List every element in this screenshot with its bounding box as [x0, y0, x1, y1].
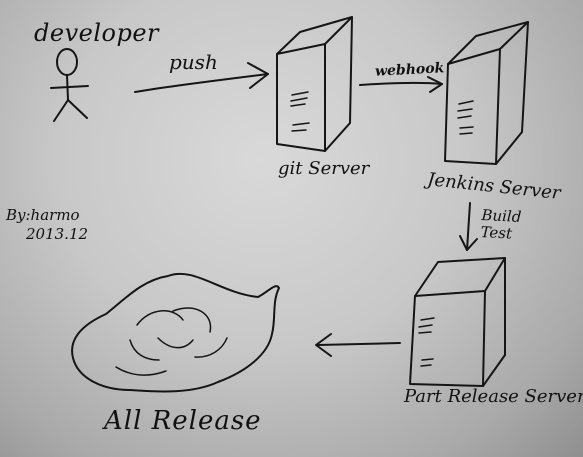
webhook-label: webhook	[374, 60, 445, 80]
git-server-label: git Server	[278, 158, 370, 179]
push-arrow	[134, 62, 269, 93]
part-release-server-box	[409, 257, 506, 387]
all-release-label: All Release	[104, 406, 262, 436]
build-arrow	[459, 202, 478, 251]
jenkins-server-box	[444, 21, 529, 165]
push-label: push	[169, 50, 218, 74]
part-release-server-label: Part Release Server	[404, 386, 583, 407]
git-server-box	[276, 16, 353, 152]
all-release-cloud	[71, 272, 280, 393]
release-arrow	[315, 333, 401, 357]
test-label: Test	[480, 222, 513, 243]
author-block: By:harmo 2013.12	[6, 206, 88, 244]
date-label: 2013.12	[26, 225, 89, 243]
build-test-label: Build Test	[480, 206, 522, 243]
developer-figure	[50, 48, 89, 122]
webhook-arrow	[359, 76, 443, 93]
author-label: By:harmo	[6, 206, 80, 224]
developer-label: developer	[34, 19, 159, 47]
